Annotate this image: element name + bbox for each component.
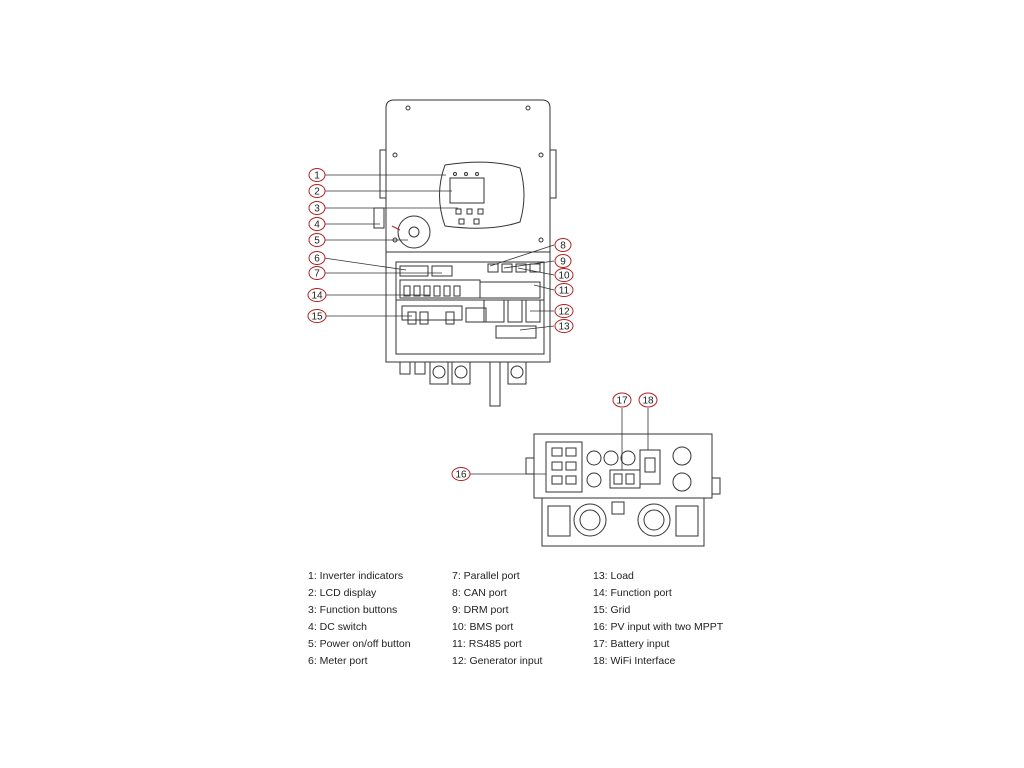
svg-text:15: 15: [311, 312, 323, 323]
svg-text:8: 8: [560, 241, 566, 252]
callout-6: 6: [308, 251, 326, 265]
svg-text:2: 2: [314, 187, 320, 198]
svg-text:3: 3: [314, 204, 320, 215]
svg-text:18: 18: [642, 396, 654, 407]
svg-text:6: 6: [314, 254, 320, 265]
callout-1: 1: [308, 168, 326, 182]
callout-11: 11: [554, 283, 574, 297]
legend-item-9: 9: DRM port: [452, 604, 509, 616]
svg-text:7: 7: [314, 269, 320, 280]
callout-markers: 1 2 3 4 5 6 7 14 15 8 9 10 11 12 13 16 1…: [307, 168, 658, 481]
legend-item-15: 15: Grid: [593, 604, 631, 616]
callout-12: 12: [554, 304, 574, 318]
legend-item-3: 3: Function buttons: [308, 604, 398, 616]
callout-16: 16: [451, 467, 471, 481]
callout-leader-lines: [323, 174, 649, 475]
svg-text:10: 10: [558, 271, 570, 282]
callout-2: 2: [308, 184, 326, 198]
legend-item-11: 11: RS485 port: [452, 638, 522, 650]
callout-3: 3: [308, 201, 326, 215]
callout-17: 17: [612, 392, 632, 408]
svg-text:13: 13: [558, 322, 570, 333]
legend-item-16: 16: PV input with two MPPT: [593, 621, 724, 633]
svg-text:4: 4: [314, 220, 320, 231]
legend-item-1: 1: Inverter indicators: [308, 570, 404, 582]
legend-item-14: 14: Function port: [593, 587, 672, 599]
callout-7: 7: [308, 266, 326, 280]
svg-text:5: 5: [314, 236, 320, 247]
inverter-bottom-view: [525, 433, 721, 547]
callout-15: 15: [307, 309, 327, 323]
callout-4: 4: [308, 217, 326, 231]
legend-item-10: 10: BMS port: [452, 621, 514, 633]
callout-9: 9: [554, 254, 572, 268]
legend-item-12: 12: Generator input: [452, 655, 543, 667]
legend-item-6: 6: Meter port: [308, 655, 368, 667]
svg-text:12: 12: [558, 307, 570, 318]
callout-8: 8: [554, 238, 572, 252]
legend-item-7: 7: Parallel port: [452, 570, 520, 582]
legend-item-2: 2: LCD display: [308, 587, 377, 599]
svg-text:16: 16: [455, 470, 467, 481]
svg-text:17: 17: [616, 396, 628, 407]
legend-item-17: 17: Battery input: [593, 638, 670, 650]
svg-text:11: 11: [559, 286, 570, 297]
svg-text:1: 1: [314, 171, 320, 182]
callout-13: 13: [554, 319, 574, 333]
legend-item-8: 8: CAN port: [452, 587, 507, 599]
legend-item-13: 13: Load: [593, 570, 634, 582]
svg-text:14: 14: [311, 291, 323, 302]
callout-5: 5: [308, 233, 326, 247]
callout-10: 10: [554, 268, 574, 282]
callout-14: 14: [307, 288, 327, 302]
callout-18: 18: [638, 392, 658, 408]
legend-item-18: 18: WiFi Interface: [593, 655, 676, 667]
legend-item-5: 5: Power on/off button: [308, 638, 411, 650]
inverter-front-view: [373, 99, 557, 407]
svg-text:9: 9: [560, 257, 566, 268]
legend-item-4: 4: DC switch: [308, 621, 367, 633]
